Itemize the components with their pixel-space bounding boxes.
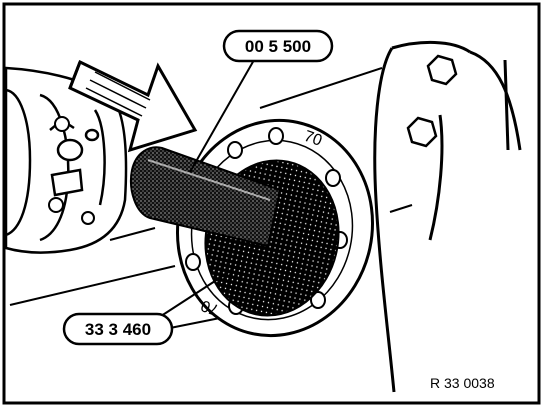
bracket-bolt — [406, 54, 458, 148]
flange-marking: 70 — [199, 296, 222, 318]
callout-tool-bottom: 33 3 460 — [62, 269, 233, 346]
shaft-tool — [130, 146, 282, 248]
reference-code: R 33 0038 — [430, 375, 495, 391]
direction-arrow — [68, 59, 198, 153]
callout-tool-top: 00 5 500 — [189, 29, 334, 173]
callout-label-00-5-500: 00 5 500 — [245, 37, 311, 56]
side-bracket — [373, 40, 522, 393]
housing-bolt — [48, 116, 95, 225]
callout-label-33-3-460: 33 3 460 — [85, 320, 151, 339]
drive-housing — [4, 66, 128, 254]
flange-marking: 70 — [302, 128, 325, 150]
